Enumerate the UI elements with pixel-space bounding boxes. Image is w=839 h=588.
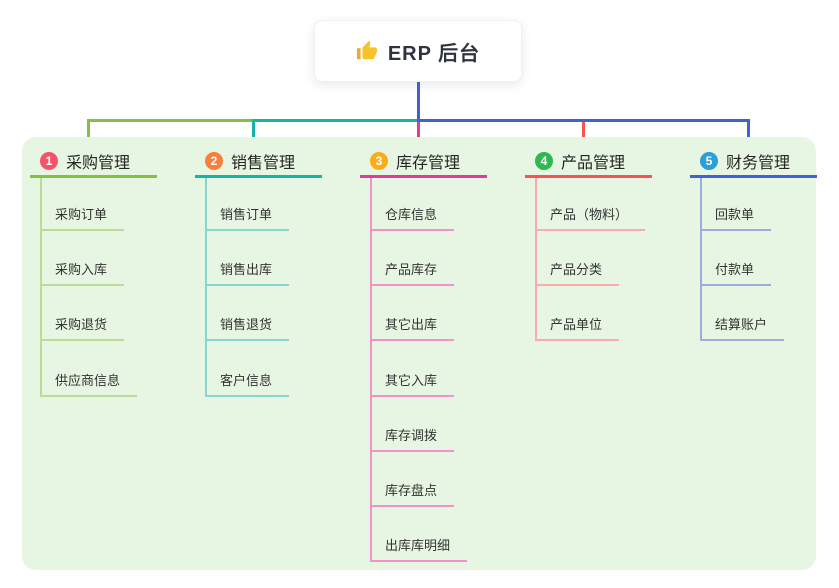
root-node-label: ERP 后台 [387,42,481,65]
branch-4-item-3[interactable]: 产品单位 [535,311,620,341]
sub-item-label: 其它出库 [385,317,438,332]
sub-item-label: 客户信息 [220,373,273,388]
branch-3-item-2[interactable]: 产品库存 [370,256,455,286]
sub-item-label: 出库库明细 [385,538,451,553]
branch-4-item-1[interactable]: 产品（物料） [535,201,646,231]
branch-1-stem [40,178,42,397]
sub-item-label: 库存盘点 [385,483,438,498]
branch-2-number-badge: 2 [205,151,223,170]
branch-2-label: 销售管理 [231,154,296,172]
branch-5-item-3[interactable]: 结算账户 [700,311,785,341]
branch-5-item-2[interactable]: 付款单 [700,256,772,286]
thumbs-up-icon [356,40,378,62]
branch-3-number-badge: 3 [370,151,388,170]
branch-4-title[interactable]: 4 产品管理 [525,146,652,178]
branch-3-label: 库存管理 [396,154,461,172]
branch-4-stem [535,178,537,341]
branch-2-title[interactable]: 2 销售管理 [195,146,322,178]
branch-1-number-badge: 1 [40,151,58,170]
branch-2-stem [205,178,207,397]
branch-3-item-7[interactable]: 出库库明细 [370,532,468,562]
branch-2-item-2[interactable]: 销售出库 [205,256,290,286]
sub-item-label: 仓库信息 [385,207,438,222]
sub-item-label: 产品（物料） [550,207,629,222]
branch-5-title[interactable]: 5 财务管理 [690,146,817,178]
branch-3-item-3[interactable]: 其它出库 [370,311,455,341]
branches-panel [22,137,816,570]
sub-item-label: 库存调拨 [385,428,438,443]
sub-item-label: 销售订单 [220,207,273,222]
connector-line [582,122,585,142]
branch-3-stem [370,178,372,562]
connector-line [252,119,255,142]
sub-item-label: 采购退货 [55,317,108,332]
sub-item-label: 回款单 [715,207,755,222]
branch-1-item-4[interactable]: 供应商信息 [40,367,138,397]
sub-item-label: 付款单 [715,262,755,277]
branch-1-item-1[interactable]: 采购订单 [40,201,125,231]
branch-2-item-4[interactable]: 客户信息 [205,367,290,397]
sub-item-label: 供应商信息 [55,373,121,388]
connector-line [747,122,750,142]
connector-line [417,119,750,122]
sub-item-label: 产品库存 [385,262,438,277]
root-node-erp[interactable]: ERP 后台 [314,20,522,82]
branch-5-item-1[interactable]: 回款单 [700,201,772,231]
branch-3-title[interactable]: 3 库存管理 [360,146,487,178]
branch-1-item-3[interactable]: 采购退货 [40,311,125,341]
branch-4-item-2[interactable]: 产品分类 [535,256,620,286]
sub-item-label: 结算账户 [715,317,768,332]
branch-4-number-badge: 4 [535,151,553,170]
connector-line [87,119,255,122]
connector-line [87,119,90,142]
root-stem-line [417,82,420,122]
connector-line [417,122,420,142]
sub-item-label: 采购订单 [55,207,108,222]
branch-3-item-1[interactable]: 仓库信息 [370,201,455,231]
sub-item-label: 销售退货 [220,317,273,332]
branch-3-item-4[interactable]: 其它入库 [370,367,455,397]
branch-2-item-1[interactable]: 销售订单 [205,201,290,231]
sub-item-label: 产品单位 [550,317,603,332]
branch-1-label: 采购管理 [66,154,131,172]
branch-5-number-badge: 5 [700,151,718,170]
sub-item-label: 其它入库 [385,373,438,388]
branch-2-item-3[interactable]: 销售退货 [205,311,290,341]
branch-3-item-5[interactable]: 库存调拨 [370,422,455,452]
sub-item-label: 产品分类 [550,262,603,277]
branch-3-item-6[interactable]: 库存盘点 [370,477,455,507]
branch-5-label: 财务管理 [726,154,791,172]
connector-line [255,119,418,122]
branch-4-label: 产品管理 [561,154,626,172]
sub-item-label: 采购入库 [55,262,108,277]
branch-5-stem [700,178,702,341]
branch-1-title[interactable]: 1 采购管理 [30,146,157,178]
branch-1-item-2[interactable]: 采购入库 [40,256,125,286]
sub-item-label: 销售出库 [220,262,273,277]
